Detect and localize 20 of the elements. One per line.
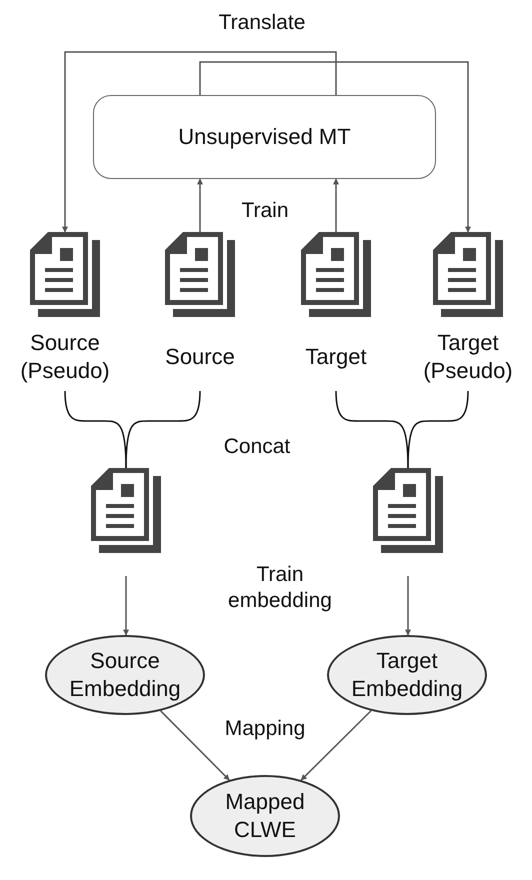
brace-connector	[407, 390, 469, 468]
ellipse-node: Target Embedding	[327, 635, 487, 715]
arrow	[199, 61, 471, 233]
brace-connector	[125, 390, 201, 468]
document-label: Source	[165, 343, 235, 371]
process-box: Unsupervised MT	[93, 95, 436, 179]
document-label: Target (Pseudo)	[422, 329, 514, 385]
arrow	[405, 576, 411, 636]
ellipse-node: Source Embedding	[45, 635, 205, 715]
arrow	[160, 710, 230, 780]
document-label: Target	[305, 343, 367, 371]
brace-connector	[64, 390, 127, 468]
brace-connector	[335, 390, 409, 468]
arrow	[333, 178, 339, 232]
arrow	[123, 576, 129, 636]
arrow	[62, 51, 337, 233]
arrow	[300, 710, 372, 781]
arrow	[197, 178, 203, 232]
ellipse-node: Mapped CLWE	[190, 775, 340, 857]
document-label: Source (Pseudo)	[19, 329, 111, 385]
